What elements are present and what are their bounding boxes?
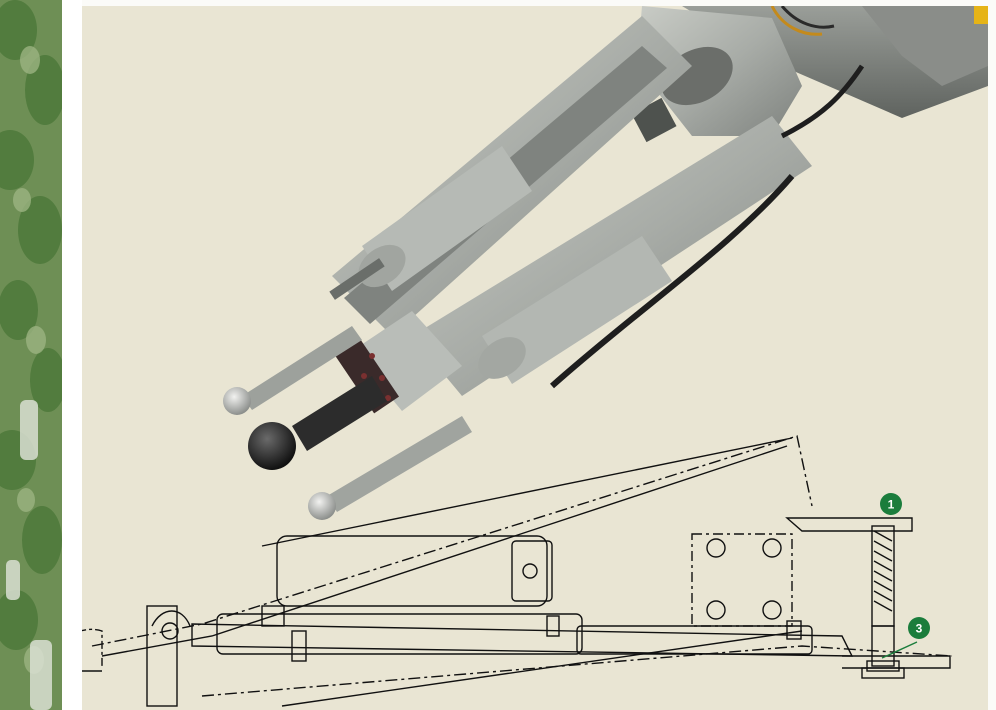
foliage-photo-strip (0, 0, 62, 710)
callout-1: 1 (880, 493, 902, 515)
callout-1-label: 1 (888, 498, 895, 512)
towbar-line-drawing: 1 3 (82, 435, 953, 707)
page-gutter (62, 0, 82, 710)
callout-3-label: 3 (916, 622, 923, 636)
towbar-photo (223, 6, 988, 520)
callout-3: 3 (908, 617, 930, 639)
figure-panel: 1 3 (82, 6, 988, 710)
